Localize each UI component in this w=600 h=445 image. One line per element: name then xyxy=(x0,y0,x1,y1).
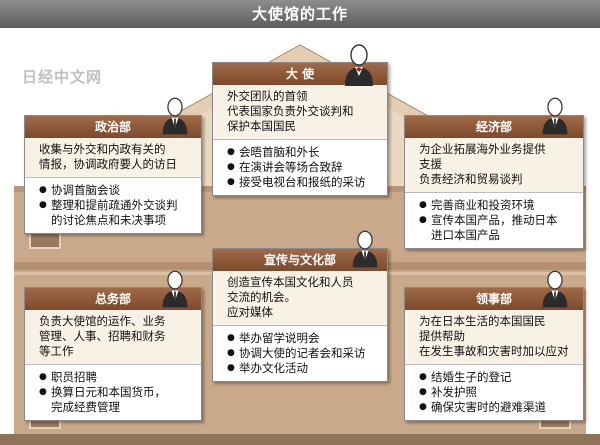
duty-item: 在演讲会等场合致辞 xyxy=(227,160,381,175)
page-title: 大使馆的工作 xyxy=(0,0,600,28)
card-title: 政治部 xyxy=(25,116,201,138)
duty-item-text: 宣传本国产品，推动日本 xyxy=(431,213,558,227)
consular-person-icon xyxy=(542,270,568,308)
duty-item: 完善商业和投资环境 xyxy=(419,198,577,213)
description-line: 情报，协调政府要人的访日 xyxy=(39,157,177,171)
duty-item-text: 协调大使的记者会和采访 xyxy=(239,346,366,360)
duty-list: 协调首脑会谈整理和提前疏通外交谈判的讨论焦点和未决事项 xyxy=(25,177,201,233)
watermark: 日经中文网 xyxy=(22,68,103,86)
description-line: 交流的机会。 xyxy=(227,290,296,304)
duty-item-text: 结婚生子的登记 xyxy=(431,370,512,384)
duty-item-text: 会晤首脑和外长 xyxy=(239,145,320,159)
description-line: 在发生事故和灾害时加以应对 xyxy=(419,344,569,358)
duty-item-text: 接受电视台和报纸的采访 xyxy=(239,175,366,189)
card-title: 领事部 xyxy=(405,288,583,310)
duty-item: 举办文化活动 xyxy=(227,361,381,376)
political-dept-card: 政治部收集与外交和内政有关的情报，协调政府要人的访日协调首脑会谈整理和提前疏通外… xyxy=(24,115,202,234)
description-line: 创造宣传本国文化和人员 xyxy=(227,275,354,289)
duty-item: 职员招聘 xyxy=(39,370,195,385)
description-line: 等工作 xyxy=(39,344,74,358)
description-line: 收集与外交和内政有关的 xyxy=(39,142,166,156)
card-description: 为企业拓展海外业务提供支援负责经济和贸易谈判 xyxy=(405,138,583,192)
card-title: 宣传与文化部 xyxy=(213,249,387,271)
description-line: 代表国家负责外交谈判和 xyxy=(227,104,354,118)
duty-item: 确保灾害时的避难渠道 xyxy=(419,400,577,415)
duty-item-text: 补发护照 xyxy=(431,385,477,399)
ambassador-person-icon xyxy=(345,44,373,86)
duty-list: 职员招聘换算日元和本国货币，完成经费管理 xyxy=(25,364,201,420)
description-line: 保护本国国民 xyxy=(227,119,296,133)
duty-item-text: 的讨论焦点和未决事项 xyxy=(51,213,166,227)
description-line: 支援 xyxy=(419,157,442,171)
culture-person-icon xyxy=(352,230,378,268)
duty-item-text: 举办留学说明会 xyxy=(239,331,320,345)
card-title: 大 使 xyxy=(213,63,387,85)
description-line: 负责经济和贸易谈判 xyxy=(419,172,523,186)
card-description: 负责大使馆的运作、业务管理、人事、招聘和财务等工作 xyxy=(25,310,201,364)
duty-item: 会晤首脑和外长 xyxy=(227,145,381,160)
economic-person-icon xyxy=(542,97,568,135)
duty-item-text: 举办文化活动 xyxy=(239,361,308,375)
ambassador-card: 大 使外交团队的首领代表国家负责外交谈判和保护本国国民会晤首脑和外长在演讲会等场… xyxy=(212,62,388,196)
political-person-icon xyxy=(162,97,188,135)
duty-item-text: 换算日元和本国货币， xyxy=(51,385,166,399)
consular-dept-card: 领事部为在日本生活的本国国民提供帮助在发生事故和灾害时加以应对结婚生子的登记补发… xyxy=(404,287,584,421)
duty-item-text: 进口本国产品 xyxy=(431,228,500,242)
duty-item-text: 确保灾害时的避难渠道 xyxy=(431,400,546,414)
general-affairs-card: 总务部负责大使馆的运作、业务管理、人事、招聘和财务等工作职员招聘换算日元和本国货… xyxy=(24,287,202,421)
description-line: 为企业拓展海外业务提供 xyxy=(419,142,546,156)
economic-dept-card: 经济部为企业拓展海外业务提供支援负责经济和贸易谈判完善商业和投资环境宣传本国产品… xyxy=(404,115,584,249)
duty-item-text: 职员招聘 xyxy=(51,370,97,384)
card-description: 外交团队的首领代表国家负责外交谈判和保护本国国民 xyxy=(213,85,387,139)
duty-item: 换算日元和本国货币，完成经费管理 xyxy=(39,385,195,415)
duty-list: 会晤首脑和外长在演讲会等场合致辞接受电视台和报纸的采访 xyxy=(213,139,387,195)
description-line: 负责大使馆的运作、业务 xyxy=(39,314,166,328)
general-person-icon xyxy=(162,270,188,308)
duty-item: 结婚生子的登记 xyxy=(419,370,577,385)
card-description: 创造宣传本国文化和人员交流的机会。应对媒体 xyxy=(213,271,387,325)
duty-list: 结婚生子的登记补发护照确保灾害时的避难渠道 xyxy=(405,364,583,420)
duty-item: 协调大使的记者会和采访 xyxy=(227,346,381,361)
card-description: 为在日本生活的本国国民提供帮助在发生事故和灾害时加以应对 xyxy=(405,310,583,364)
description-line: 提供帮助 xyxy=(419,329,465,343)
duty-item-text: 在演讲会等场合致辞 xyxy=(239,160,343,174)
description-line: 管理、人事、招聘和财务 xyxy=(39,329,166,343)
duty-list: 举办留学说明会协调大使的记者会和采访举办文化活动 xyxy=(213,325,387,381)
culture-dept-card: 宣传与文化部创造宣传本国文化和人员交流的机会。应对媒体举办留学说明会协调大使的记… xyxy=(212,248,388,382)
duty-item: 举办留学说明会 xyxy=(227,331,381,346)
duty-item: 协调首脑会谈 xyxy=(39,183,195,198)
card-description: 收集与外交和内政有关的情报，协调政府要人的访日 xyxy=(25,138,201,177)
duty-item: 接受电视台和报纸的采访 xyxy=(227,175,381,190)
card-title: 总务部 xyxy=(25,288,201,310)
description-line: 为在日本生活的本国国民 xyxy=(419,314,546,328)
duty-item: 补发护照 xyxy=(419,385,577,400)
description-line: 应对媒体 xyxy=(227,305,273,319)
card-title: 经济部 xyxy=(405,116,583,138)
duty-item-text: 完成经费管理 xyxy=(51,400,120,414)
description-line: 外交团队的首领 xyxy=(227,89,308,103)
duty-item-text: 协调首脑会谈 xyxy=(51,183,120,197)
duty-item-text: 整理和提前疏通外交谈判 xyxy=(51,198,178,212)
duty-item-text: 完善商业和投资环境 xyxy=(431,198,535,212)
